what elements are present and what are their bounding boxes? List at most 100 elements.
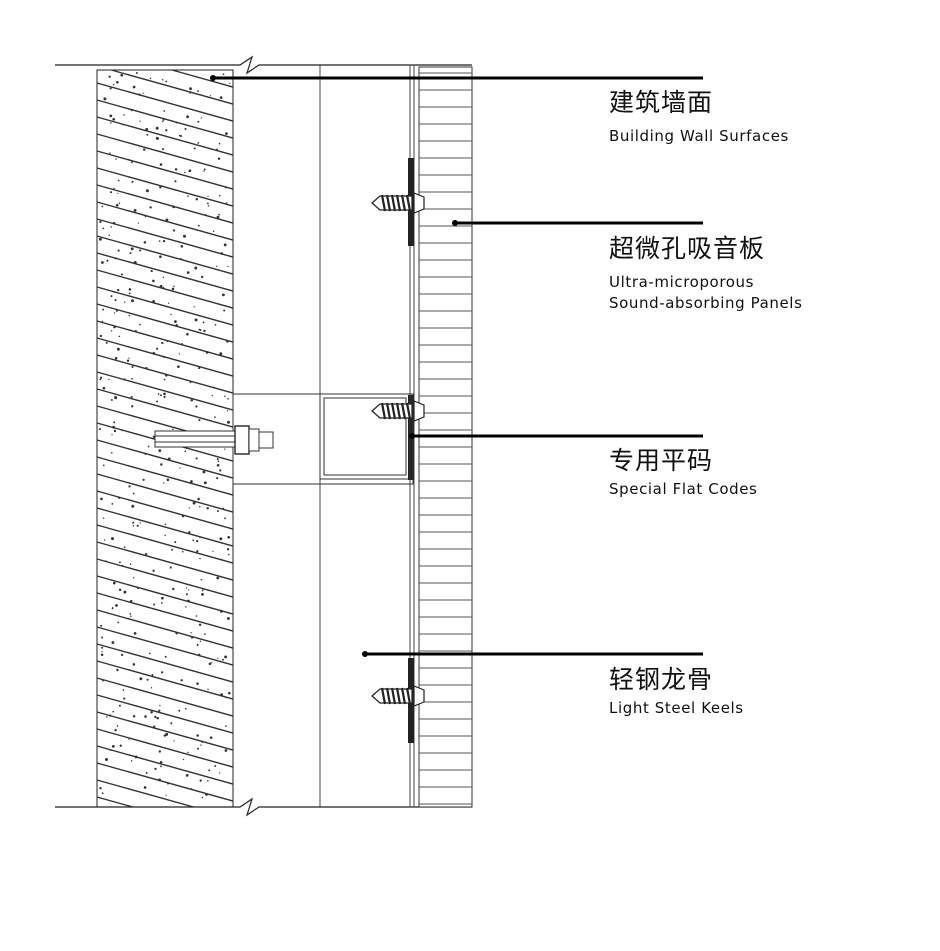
aggregate-dot [219,609,223,613]
aggregate-dot [106,259,109,262]
callout-steel-keel: 轻钢龙骨 Light Steel Keels [609,665,744,717]
aggregate-dot [100,624,103,627]
aggregate-dot [129,613,132,615]
aggregate-dot [178,709,181,712]
aggregate-dot [131,299,134,303]
aggregate-dot [218,142,221,145]
aggregate-dot [152,351,156,355]
hatch-line [96,541,234,581]
hatch-line [96,558,234,598]
aggregate-dot [167,782,169,785]
aggregate-dot [102,386,106,390]
aggregate-dot [158,709,161,712]
hatch-line [96,388,234,428]
aggregate-dot [224,448,226,450]
aggregate-dot [114,396,118,400]
aggregate-dot [199,557,201,560]
callout-zh: 专用平码 [609,446,714,475]
aggregate-dot [102,679,104,682]
hatch-line [96,235,234,275]
aggregate-dot [101,636,104,639]
aggregate-dot [161,148,165,151]
aggregate-dot [114,729,117,732]
aggregate-dot [201,589,204,592]
aggregate-dot [161,596,164,600]
aggregate-dot [109,714,112,717]
aggregate-dot [169,566,172,569]
aggregate-dot [145,367,148,370]
aggregate-dot [222,658,224,661]
aggregate-dot [159,761,163,764]
aggregate-dot [145,772,148,774]
aggregate-dot [152,279,155,283]
aggregate-dot [115,158,117,160]
hatch-line [96,337,234,377]
aggregate-dot [196,550,199,553]
aggregate-dot [172,205,175,209]
aggregate-dot [224,186,228,189]
aggregate-dot [100,497,103,501]
aggregate-dot [150,710,153,714]
aggregate-dot [190,632,192,634]
aggregate-dot [226,548,230,551]
aggregate-dot [132,525,135,527]
aggregate-dot [130,109,133,112]
aggregate-dot [144,552,148,556]
aggregate-dot [184,707,187,710]
aggregate-dot [200,744,202,746]
aggregate-dot [165,732,169,736]
aggregate-dot [128,485,131,488]
hatch-line [111,69,234,105]
aggregate-dot [101,646,104,649]
aggregate-dot [105,758,108,761]
aggregate-dot [186,599,190,603]
hatch-line [96,354,234,394]
aggregate-dot [177,365,180,368]
aggregate-dot [203,329,206,333]
aggregate-dot [112,710,114,713]
aggregate-dot [105,560,107,562]
hatch-line [96,116,234,156]
aggregate-dot [202,321,205,324]
callout-building-wall: 建筑墙面 Building Wall Surfaces [609,88,789,145]
aggregate-dot [132,492,135,495]
aggregate-dot [175,632,178,635]
aggregate-dot [155,136,159,140]
hatch-line [96,218,234,258]
aggregate-dot [217,157,221,160]
aggregate-dot [133,208,137,212]
aggregate-dot [206,507,209,510]
aggregate-dot [142,92,144,94]
aggregate-dot [224,517,226,520]
aggregate-dot [109,152,111,154]
aggregate-dot [196,682,199,685]
aggregate-dot [197,653,201,657]
aggregate-dot [174,541,177,544]
aggregate-dot [217,657,219,660]
aggregate-dot [102,308,105,311]
aggregate-dot [216,463,220,467]
hatch-line [96,524,234,564]
aggregate-dot [113,312,116,314]
aggregate-dot [132,663,136,666]
hatch-line [96,728,234,768]
aggregate-dot [214,765,217,767]
callout-sound-panel: 超微孔吸音板 Ultra-microporous Sound-absorbing… [609,234,803,314]
aggregate-dot [163,482,165,484]
aggregate-dot [219,96,223,99]
aggregate-dot [123,378,126,381]
aggregate-dot [164,373,168,377]
aggregate-dot [112,83,115,86]
aggregate-dot [195,615,198,617]
aggregate-dot [162,276,165,279]
hatch-line [96,643,234,683]
aggregate-dot [164,534,166,537]
aggregate-dot [183,234,186,238]
aggregate-dot [173,285,175,288]
aggregate-dot [206,202,209,205]
hatch-line [96,507,234,547]
aggregate-dot [225,697,227,699]
aggregate-dot [199,640,202,642]
aggregate-dot [159,285,163,288]
aggregate-dot [166,340,169,342]
